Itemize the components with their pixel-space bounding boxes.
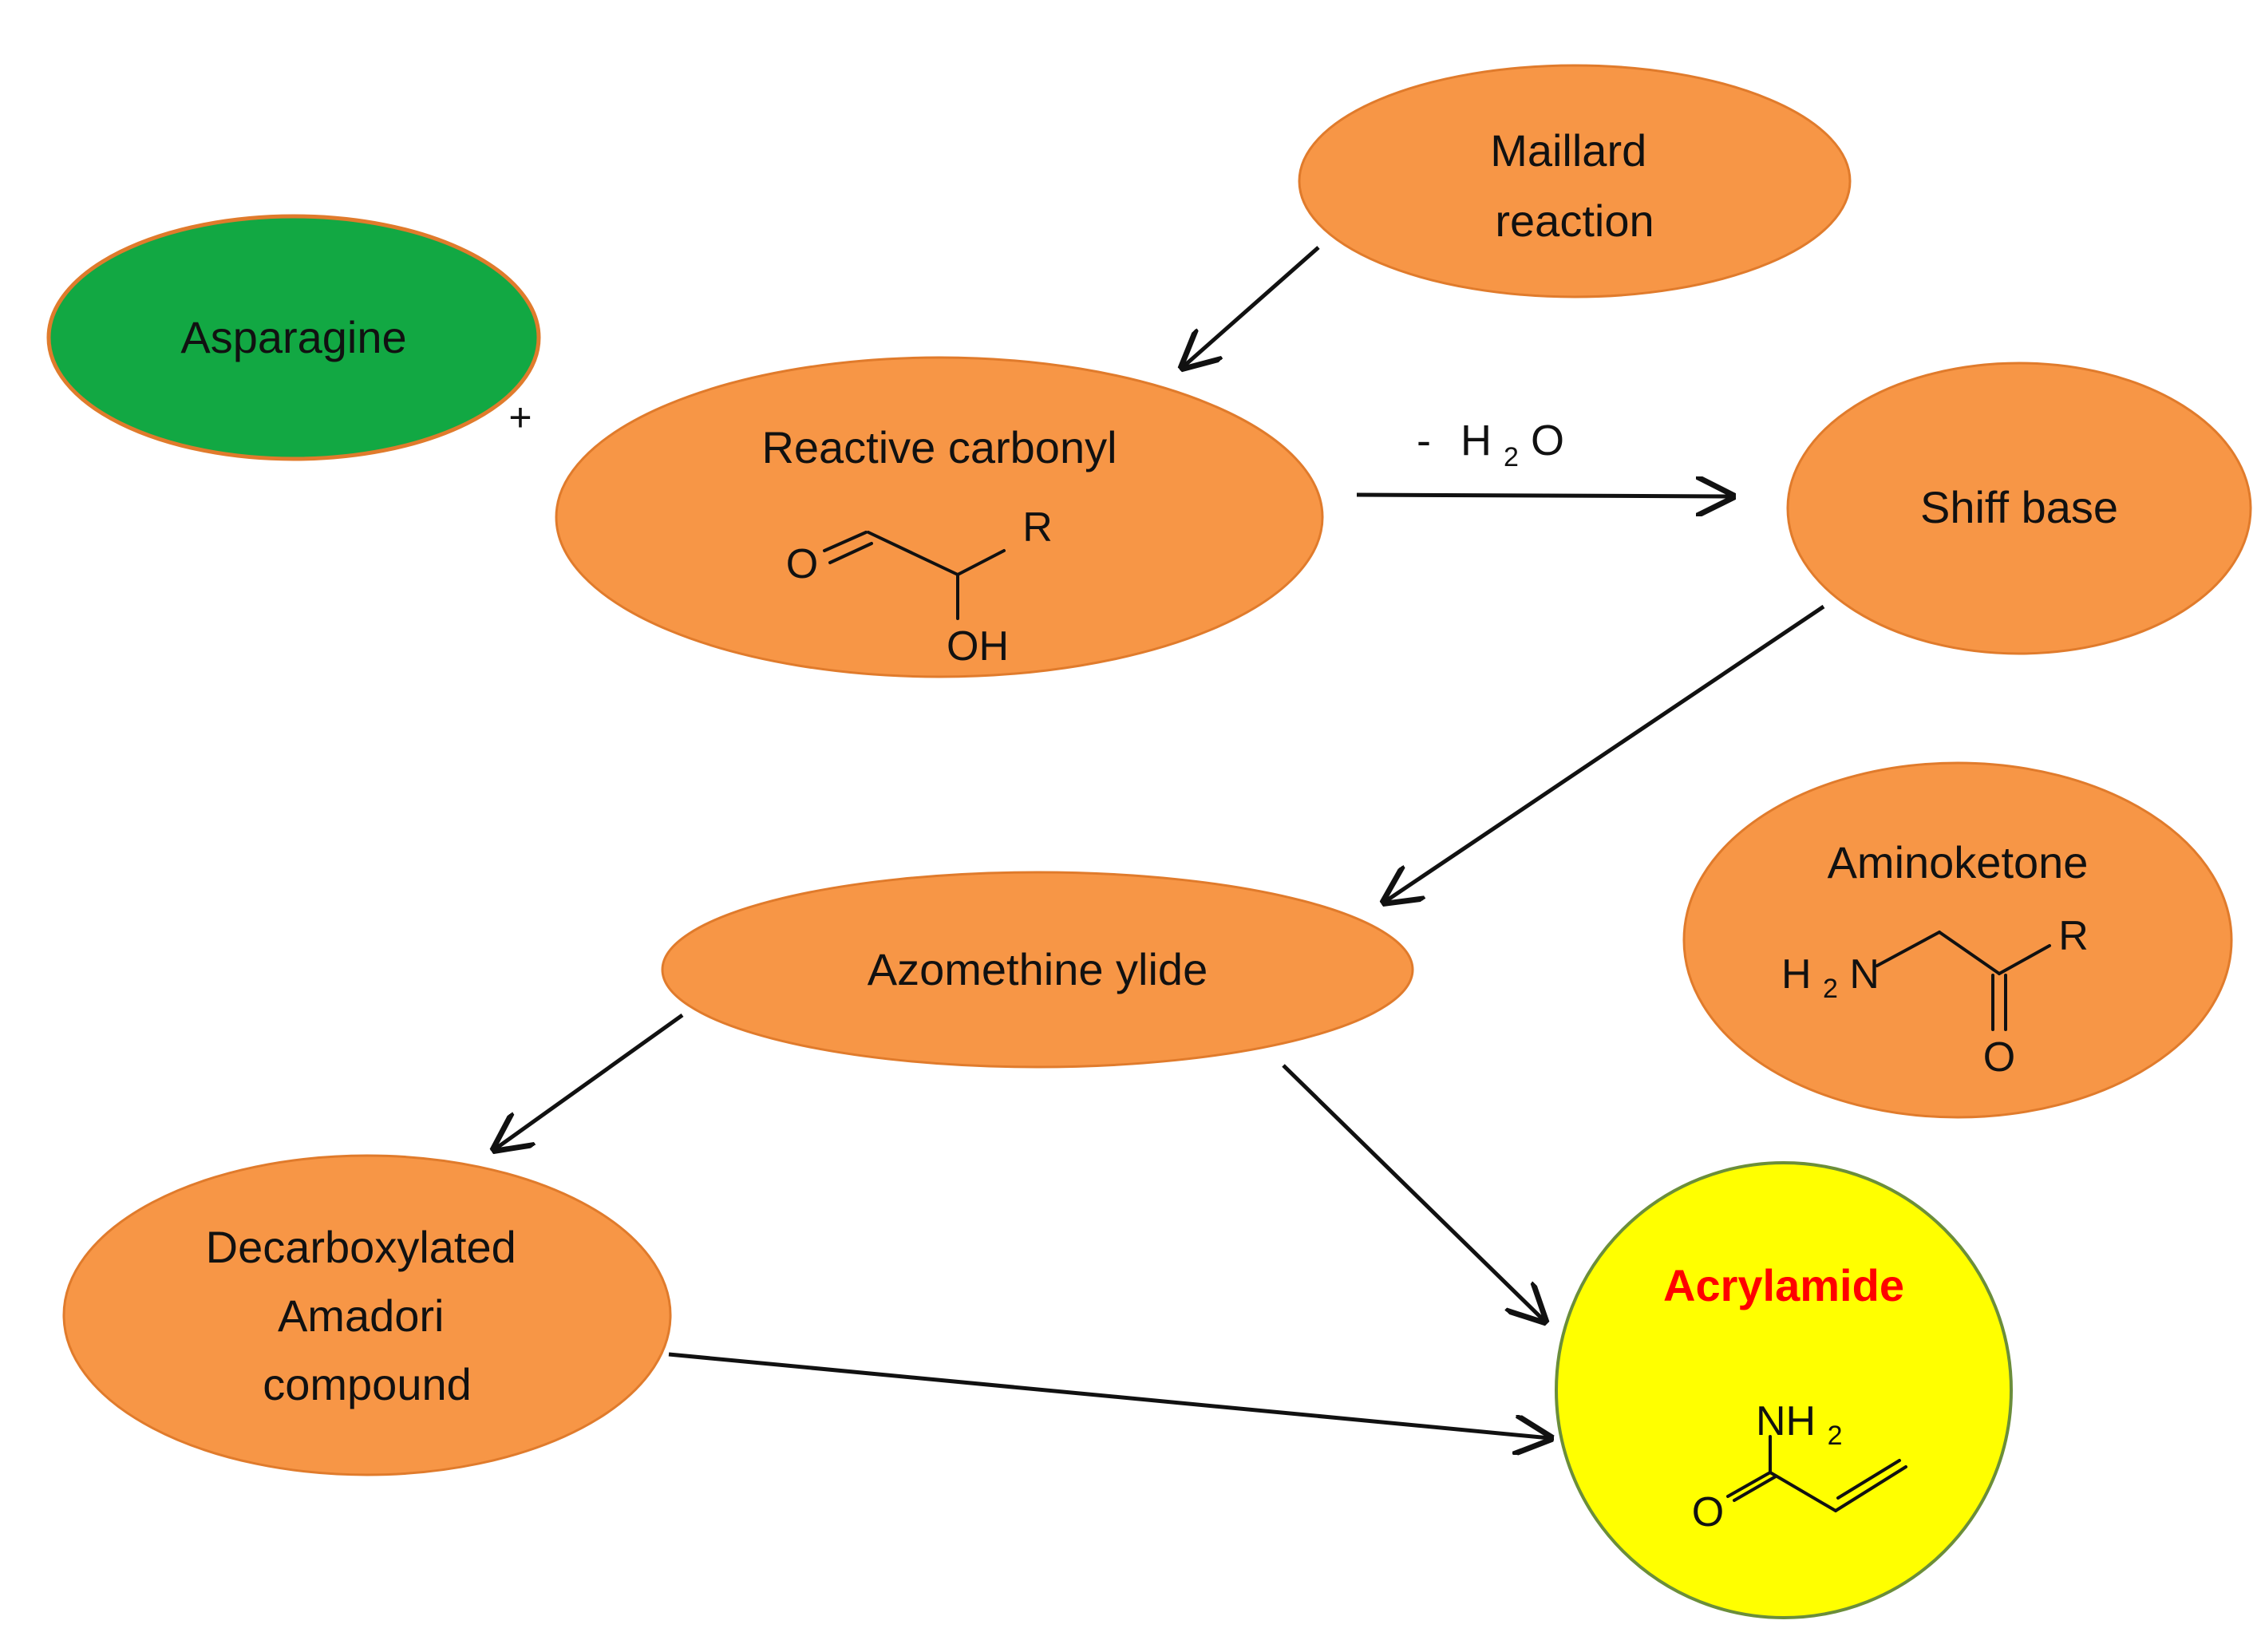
node-shiff-base: Shiff base bbox=[1786, 362, 2252, 655]
decarboxylated-label-line-2: Amadori bbox=[278, 1290, 445, 1341]
aminoketone-o-atom: O bbox=[1983, 1034, 2015, 1081]
node-reactive-carbonyl-ellipse bbox=[555, 356, 1324, 678]
acrylamide-subscript: 2 bbox=[1828, 1421, 1843, 1451]
decarboxylated-label-line-1: Decarboxylated bbox=[206, 1222, 516, 1272]
node-acrylamide-circle bbox=[1555, 1161, 2013, 1619]
aminoketone-n: N bbox=[1849, 951, 1880, 998]
arrow-shiff-base-to-azomethine bbox=[1385, 604, 1825, 902]
aminoketone-r-group: R bbox=[2058, 913, 2089, 959]
decarboxylated-label: Decarboxylated Amadori compound bbox=[206, 1222, 529, 1409]
carbonyl-r-group: R bbox=[1022, 504, 1053, 551]
maillard-label-line-1: Maillard bbox=[1490, 125, 1646, 176]
node-aminoketone-ellipse bbox=[1682, 761, 2233, 1119]
node-asparagine: Asparagine bbox=[46, 214, 541, 461]
water-loss-label: - H 2 O bbox=[1417, 417, 1564, 476]
acrylamide-structure: NH 2 O bbox=[1692, 1398, 1907, 1535]
aminoketone-structure: H 2 N R O bbox=[1781, 913, 2089, 1081]
water-o: O bbox=[1531, 417, 1564, 464]
carbonyl-o-atom: O bbox=[786, 541, 818, 587]
acrylamide-nh: NH bbox=[1756, 1398, 1816, 1445]
acrylamide-nh2-group: NH 2 bbox=[1756, 1398, 1842, 1451]
node-reactive-carbonyl: Reactive carbonyl O R OH bbox=[555, 356, 1324, 678]
arrow-azomethine-to-decarboxylated bbox=[495, 1013, 684, 1149]
node-decarboxylated-ellipse bbox=[62, 1154, 672, 1476]
node-decarboxylated-amadori-compound: Decarboxylated Amadori compound bbox=[62, 1154, 672, 1476]
acrylamide-label: Acrylamide bbox=[1663, 1260, 1904, 1310]
carbonyl-structure: O R OH bbox=[786, 504, 1053, 670]
carbonyl-oh-group: OH bbox=[947, 623, 1009, 670]
node-maillard-ellipse bbox=[1298, 64, 1852, 298]
node-acrylamide: Acrylamide NH 2 O bbox=[1555, 1161, 2013, 1619]
node-azomethine-ellipse bbox=[661, 871, 1414, 1069]
aminoketone-h: H bbox=[1781, 951, 1812, 998]
water-h: H bbox=[1461, 417, 1492, 464]
arrow-azomethine-to-acrylamide bbox=[1282, 1064, 1544, 1321]
arrow-carbonyl-to-shiff-base bbox=[1356, 495, 1732, 496]
node-asparagine-ellipse bbox=[46, 214, 541, 461]
reactive-carbonyl-label: Reactive carbonyl bbox=[761, 422, 1117, 472]
maillard-label-line-2: reaction bbox=[1495, 196, 1654, 246]
acrylamide-o-atom: O bbox=[1692, 1489, 1724, 1535]
node-aminoketone: Aminoketone H 2 N R O bbox=[1682, 761, 2233, 1119]
arrow-decarboxylated-to-acrylamide bbox=[668, 1352, 1550, 1438]
aminoketone-label: Aminoketone bbox=[1828, 837, 2089, 887]
water-minus: - bbox=[1417, 417, 1431, 464]
node-azomethine-ylide: Azomethine ylide bbox=[661, 871, 1414, 1069]
asparagine-label: Asparagine bbox=[180, 312, 406, 362]
node-shiff-base-ellipse bbox=[1786, 362, 2252, 655]
aminoketone-h2n-group: H 2 N bbox=[1781, 951, 1880, 1007]
node-maillard-reaction: Maillard reaction bbox=[1298, 64, 1852, 298]
maillard-label: Maillard reaction bbox=[1490, 125, 1659, 246]
aminoketone-subscript: 2 bbox=[1823, 974, 1838, 1004]
water-subscript: 2 bbox=[1504, 442, 1519, 472]
azomethine-label: Azomethine ylide bbox=[868, 944, 1208, 994]
shiff-base-label: Shiff base bbox=[1920, 482, 2118, 532]
decarboxylated-label-line-3: compound bbox=[263, 1359, 472, 1409]
plus-sign: + bbox=[508, 395, 532, 440]
arrow-maillard-to-carbonyl bbox=[1183, 246, 1320, 367]
